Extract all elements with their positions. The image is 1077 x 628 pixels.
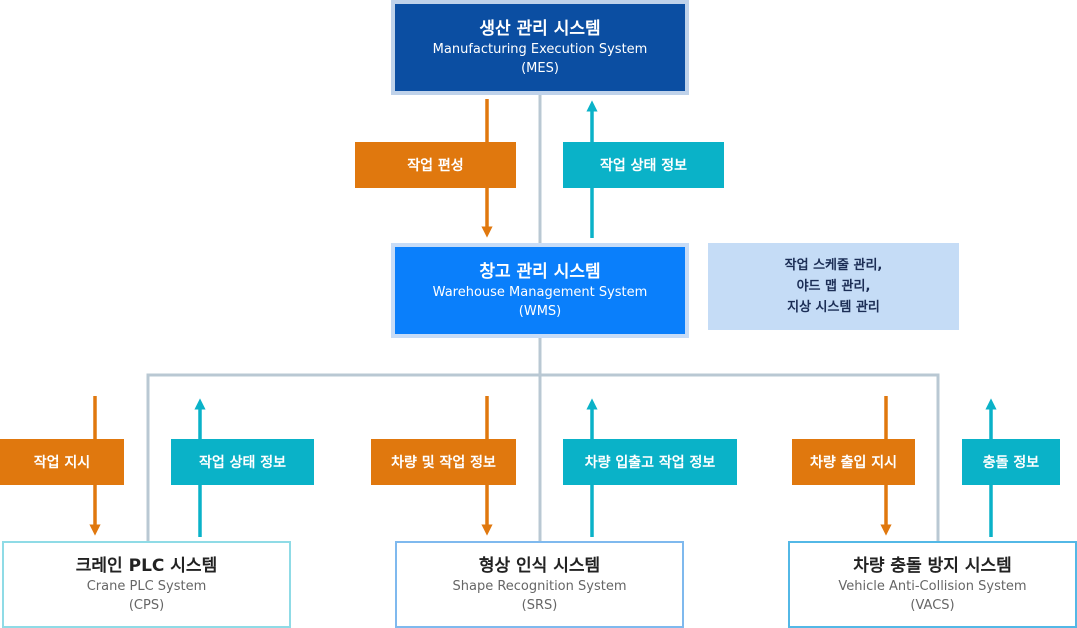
mes-title: 생산 관리 시스템: [479, 18, 601, 39]
wms-system-box: 창고 관리 시스템 Warehouse Management System (W…: [391, 243, 689, 338]
srs-system-box: 형상 인식 시스템 Shape Recognition System (SRS): [395, 541, 684, 628]
wms-function-item: 작업 스케줄 관리,: [784, 258, 883, 273]
flow-label-work-instruction: 작업 지시: [0, 439, 124, 485]
tree-lines: [146, 95, 940, 541]
srs-title: 형상 인식 시스템: [478, 555, 601, 576]
mes-abbr: (MES): [521, 60, 559, 76]
vacs-abbr: (VACS): [910, 597, 955, 613]
srs-abbr: (SRS): [521, 597, 558, 613]
vacs-title: 차량 충돌 방지 시스템: [853, 555, 1012, 576]
wms-abbr: (WMS): [518, 303, 562, 319]
mes-system-box: 생산 관리 시스템 Manufacturing Execution System…: [391, 0, 689, 95]
flow-label-vehicle-inout-info: 차량 입출고 작업 정보: [563, 439, 737, 485]
cps-system-box: 크레인 PLC 시스템 Crane PLC System (CPS): [2, 541, 291, 628]
wms-title: 창고 관리 시스템: [479, 261, 601, 282]
flow-label-work-organization: 작업 편성: [355, 142, 516, 188]
cps-subtitle: Crane PLC System: [86, 578, 207, 594]
cps-abbr: (CPS): [128, 597, 165, 613]
cps-title: 크레인 PLC 시스템: [75, 555, 218, 576]
flow-label-vehicle-entry-instruction: 차량 출입 지시: [792, 439, 915, 485]
flow-label-vehicle-work-info: 차량 및 작업 정보: [371, 439, 516, 485]
vacs-subtitle: Vehicle Anti-Collision System: [838, 578, 1027, 594]
vacs-system-box: 차량 충돌 방지 시스템 Vehicle Anti-Collision Syst…: [788, 541, 1077, 628]
wms-subtitle: Warehouse Management System: [432, 284, 648, 300]
wms-function-item: 지상 시스템 관리: [787, 300, 880, 315]
srs-subtitle: Shape Recognition System: [452, 578, 627, 594]
mes-subtitle: Manufacturing Execution System: [432, 41, 648, 57]
flow-label-work-status-from-cps: 작업 상태 정보: [171, 439, 314, 485]
wms-function-item: 야드 맵 관리,: [796, 279, 871, 294]
flow-label-work-status-to-mes: 작업 상태 정보: [563, 142, 724, 188]
wms-functions-note: 작업 스케줄 관리, 야드 맵 관리, 지상 시스템 관리: [708, 243, 959, 330]
flow-label-collision-info: 충돌 정보: [962, 439, 1060, 485]
